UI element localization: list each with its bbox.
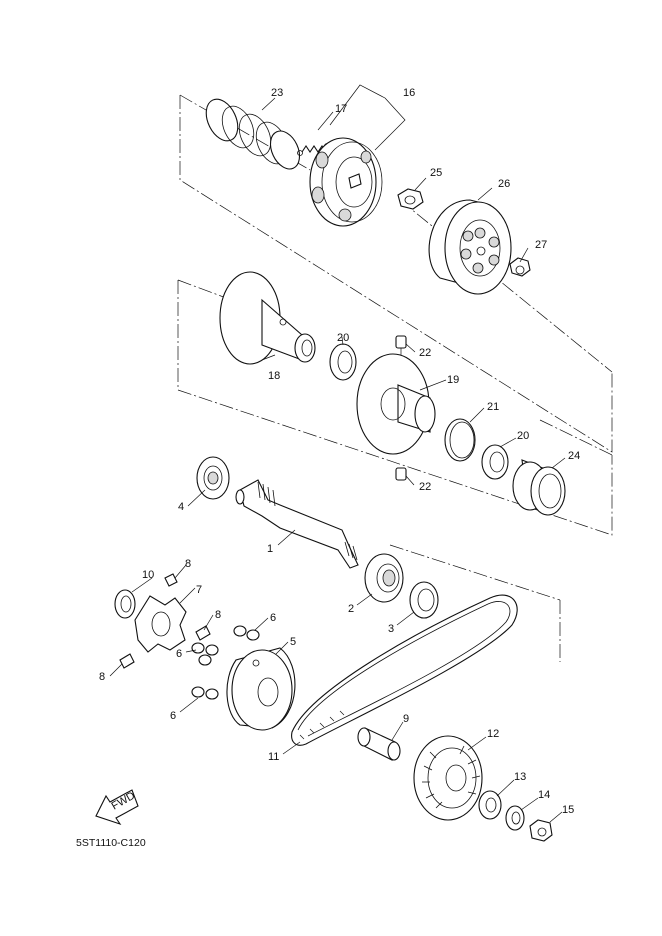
callout-4: 4 (178, 501, 184, 513)
secondary-sliding-sheave-19 (356, 353, 436, 455)
callout-26: 26 (498, 178, 510, 190)
callout-12: 12 (487, 728, 499, 740)
slider-8-middle (195, 625, 211, 641)
callout-10: 10 (142, 569, 154, 581)
nut-15 (529, 819, 553, 842)
callout-3: 3 (388, 623, 394, 635)
weight-6-set-a (233, 625, 260, 641)
callout-17: 17 (335, 103, 347, 115)
weight-6-set-c (191, 686, 219, 700)
callout-8-bottom: 8 (99, 671, 105, 683)
nut-27 (509, 257, 531, 277)
oil-seal-20-upper (329, 343, 357, 381)
bearing-4 (196, 456, 230, 500)
o-ring-21 (444, 418, 476, 462)
callout-9: 9 (403, 713, 409, 725)
secondary-fixed-sheave-18 (219, 271, 316, 365)
compression-spring-23 (205, 98, 301, 170)
group-frame-secondary-sheave (177, 279, 613, 536)
callout-8-middle: 8 (215, 609, 221, 621)
callout-19: 19 (447, 374, 459, 386)
weight-6-set-b (191, 642, 219, 666)
primary-fixed-sheave-12 (413, 735, 483, 821)
callout-23: 23 (271, 87, 283, 99)
guide-pin-22-lower (395, 467, 407, 481)
clutch-carrier-16 (309, 137, 383, 227)
nut-25 (397, 188, 424, 210)
callout-27: 27 (535, 239, 547, 251)
callout-6-upper: 6 (270, 612, 276, 624)
callout-25: 25 (430, 167, 442, 179)
callout-22-lower: 22 (419, 481, 431, 493)
callout-24: 24 (568, 450, 580, 462)
callout-5: 5 (290, 636, 296, 648)
fwd-arrow-icon: FWD (95, 789, 139, 826)
callout-13: 13 (514, 771, 526, 783)
slider-8-bottom (119, 653, 135, 669)
callout-20-upper: 20 (337, 332, 349, 344)
v-belt-11 (291, 594, 518, 746)
callout-11: 11 (268, 751, 279, 763)
callout-labels: 23 16 17 25 26 27 20 22 18 19 21 20 24 2… (99, 87, 580, 816)
leader-lines (109, 84, 566, 823)
callout-6-lower: 6 (170, 710, 176, 722)
oil-seal-20-lower (481, 444, 509, 480)
callout-1: 1 (267, 543, 273, 555)
slider-8-top (164, 573, 178, 587)
callout-7: 7 (196, 584, 202, 596)
group-frame-shaft (389, 544, 561, 662)
callout-15: 15 (562, 804, 574, 816)
callout-16: 16 (403, 87, 415, 99)
callout-21: 21 (487, 401, 499, 413)
collar-9 (357, 727, 401, 761)
washer-13 (478, 790, 502, 820)
washer-14 (505, 805, 525, 831)
cam-7 (134, 595, 187, 653)
bearing-2 (364, 553, 404, 603)
callout-20-lower: 20 (517, 430, 529, 442)
diagram-code: 5ST1110-C120 (76, 837, 146, 849)
oil-seal-3 (409, 581, 439, 619)
spring-seat-24 (512, 459, 566, 516)
clutch-housing-26 (428, 199, 512, 295)
callout-8-top: 8 (185, 558, 191, 570)
primary-shaft-1 (235, 479, 359, 569)
callout-14: 14 (538, 789, 550, 801)
primary-sliding-sheave-5 (226, 647, 296, 731)
collar-10 (114, 589, 136, 619)
callout-22-upper: 22 (419, 347, 431, 359)
callout-18: 18 (268, 370, 280, 382)
callout-6-middle: 6 (176, 648, 182, 660)
callout-2: 2 (348, 603, 354, 615)
